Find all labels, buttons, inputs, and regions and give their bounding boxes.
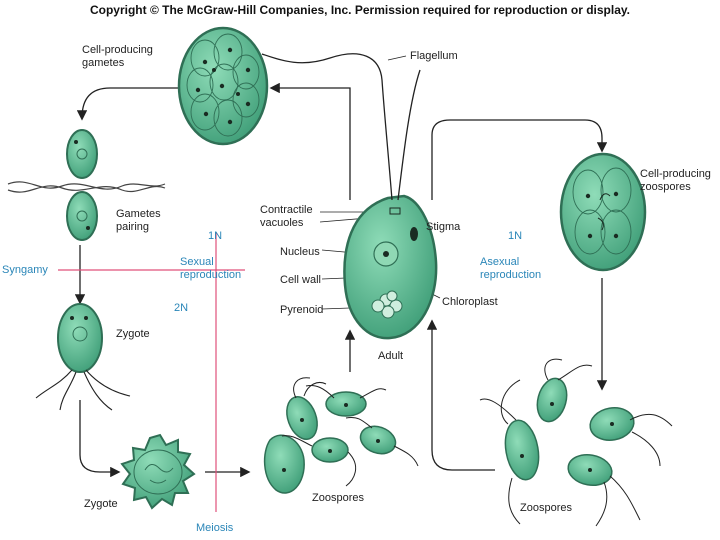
label-chloroplast: Chloroplast [442, 296, 498, 308]
label-cell-producing-zoospores-line1: Cell-producing [640, 168, 711, 180]
label-sexual-reproduction: Sexual reproduction [180, 256, 241, 282]
label-contractile-vacuoles-line2: vacuoles [260, 217, 304, 229]
gametes-pairing-icon [7, 129, 166, 241]
label-gametes-pairing-line2: pairing [116, 221, 150, 233]
label-gametes-pairing: Gametes pairing [116, 208, 161, 234]
label-cell-producing-zoospores-line2: zoospores [640, 181, 691, 193]
arrow-zygote-to-resting [79, 400, 121, 478]
label-syngamy: Syngamy [2, 264, 48, 276]
arrow-adult-to-zoospore-cell [431, 119, 608, 200]
label-meiosis: Meiosis [196, 522, 234, 534]
label-sexual-reproduction-line2: reproduction [180, 269, 242, 281]
label-cell-producing-zoospores: Cell-producing zoospores [640, 168, 711, 194]
label-cell-producing-gametes-line1: Cell-producing [82, 44, 153, 56]
label-asexual-reproduction-line2: reproduction [480, 269, 542, 281]
label-zygote-top: Zygote [116, 328, 150, 340]
copyright-notice: Copyright © The McGraw-Hill Companies, I… [89, 3, 631, 17]
label-pyrenoid: Pyrenoid [280, 304, 324, 316]
label-adult: Adult [378, 350, 404, 362]
label-zygote-bottom: Zygote [84, 498, 118, 510]
label-stigma: Stigma [426, 221, 461, 233]
label-nucleus: Nucleus [280, 246, 320, 258]
arrow-zoospores-to-adult-right [426, 319, 495, 471]
zoospore-producing-cell-icon [559, 152, 647, 272]
label-gametes-pairing-line1: Gametes [116, 208, 161, 220]
label-zoospores-left: Zoospores [312, 492, 364, 504]
adult-cell-icon [261, 53, 438, 340]
label-flagellum: Flagellum [410, 50, 458, 62]
label-contractile-vacuoles-line1: Contractile [260, 204, 313, 216]
label-cell-producing-gametes-line2: gametes [82, 57, 125, 69]
zygote-flagellated-icon [35, 303, 131, 411]
label-1n-left: 1N [208, 230, 223, 242]
label-1n-right: 1N [508, 230, 523, 242]
arrow-gamete-cell-to-gametes [76, 87, 180, 121]
label-sexual-reproduction-line1: Sexual [180, 256, 214, 268]
label-cell-producing-gametes: Cell-producing gametes [82, 44, 153, 70]
label-asexual-reproduction: Asexual reproduction [480, 256, 541, 282]
resting-zygote-icon [120, 433, 196, 510]
arrow-adult-to-gamete-cell [269, 82, 351, 200]
gamete-producing-cell-icon [177, 26, 269, 146]
cycle-arrows [74, 82, 608, 478]
zoospores-right-group [504, 377, 635, 487]
phase-dividers [58, 232, 245, 512]
label-2n: 2N [174, 302, 189, 314]
label-zoospores-right: Zoospores [520, 502, 572, 514]
label-contractile-vacuoles: Contractile vacuoles [260, 204, 313, 230]
label-asexual-reproduction-line1: Asexual [480, 256, 520, 268]
label-cell-wall: Cell wall [280, 274, 321, 286]
